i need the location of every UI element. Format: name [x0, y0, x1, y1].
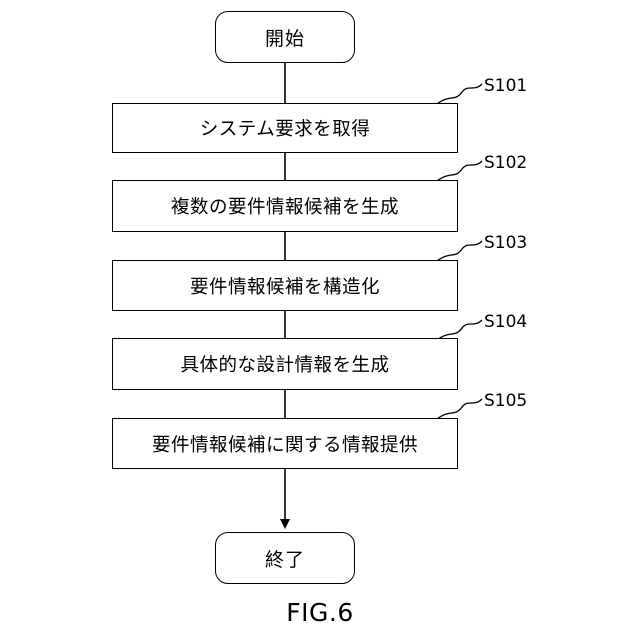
leader-line-s104	[437, 320, 482, 340]
step-s101-text: システム要求を取得	[200, 115, 370, 141]
step-s104-text: 具体的な設計情報を生成	[180, 351, 389, 377]
end-terminal-label: 終了	[265, 545, 305, 572]
start-terminal-label: 開始	[265, 24, 305, 51]
leader-line-s101	[437, 84, 482, 104]
step-s105-text: 要件情報候補に関する情報提供	[152, 431, 418, 457]
start-terminal: 開始	[215, 11, 355, 63]
end-terminal: 終了	[215, 532, 355, 584]
step-s104-box: 具体的な設計情報を生成	[112, 338, 458, 390]
step-s105-label: S105	[484, 391, 527, 411]
leader-line-s102	[437, 161, 482, 181]
step-s101-box: システム要求を取得	[112, 103, 458, 153]
step-s104-label: S104	[484, 312, 527, 332]
step-s103-box: 要件情報候補を構造化	[112, 260, 458, 311]
step-s101-label: S101	[484, 76, 527, 96]
step-s102-box: 複数の要件情報候補を生成	[112, 180, 458, 232]
step-s103-text: 要件情報候補を構造化	[190, 273, 380, 299]
step-s102-text: 複数の要件情報候補を生成	[171, 193, 399, 219]
step-s103-label: S103	[484, 233, 527, 253]
step-s105-box: 要件情報候補に関する情報提供	[112, 418, 458, 469]
figure-caption: FIG.6	[0, 598, 640, 627]
step-s102-label: S102	[484, 153, 527, 173]
leader-line-s103	[437, 241, 482, 261]
leader-line-s105	[437, 399, 482, 419]
